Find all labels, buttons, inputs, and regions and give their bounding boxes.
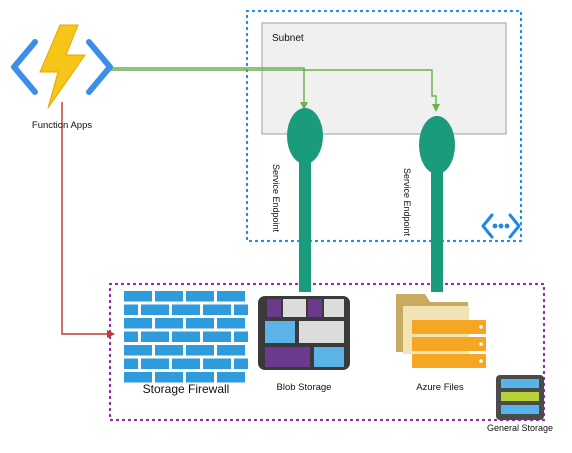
firewall-brick	[141, 358, 169, 369]
function-apps-label: Function Apps	[32, 120, 92, 131]
firewall-brick	[217, 318, 245, 329]
firewall-brick	[217, 345, 245, 356]
firewall-brick	[124, 304, 138, 315]
firewall-brick	[155, 318, 183, 329]
firewall-brick	[186, 318, 214, 329]
firewall-brick	[124, 358, 138, 369]
azure-files-icon	[396, 294, 486, 368]
firewall-brick	[234, 358, 248, 369]
firewall-brick	[217, 291, 245, 302]
firewall-brick	[124, 345, 152, 356]
firewall-brick	[124, 372, 152, 383]
firewall-brick	[124, 331, 138, 342]
firewall-brick	[155, 372, 183, 383]
general-storage-icon	[496, 375, 544, 420]
firewall-brick	[186, 291, 214, 302]
subnet-label: Subnet	[272, 33, 304, 44]
firewall-brick	[124, 318, 152, 329]
firewall-brick	[186, 345, 214, 356]
firewall-brick	[172, 304, 200, 315]
storage-account-boundary	[108, 282, 546, 422]
blob-storage-label: Blob Storage	[277, 382, 332, 393]
storage-firewall-label: Storage Firewall	[143, 382, 230, 396]
connection-line-to-endpoint-2	[110, 68, 436, 108]
firewall-brick	[234, 331, 248, 342]
service-endpoint-2-label: Service Endpoint	[402, 168, 412, 237]
general-storage-label: General Storage	[487, 423, 553, 433]
vnet-boundary	[245, 9, 523, 243]
firewall-brick	[203, 331, 231, 342]
firewall-icon	[124, 291, 248, 383]
connection-line-to-firewall	[61, 102, 115, 338]
firewall-brick	[155, 345, 183, 356]
firewall-brick	[172, 331, 200, 342]
firewall-brick	[203, 358, 231, 369]
firewall-brick	[172, 358, 200, 369]
firewall-brick	[217, 372, 245, 383]
firewall-brick	[234, 304, 248, 315]
azure-files-label: Azure Files	[416, 382, 464, 393]
service-endpoint-1	[287, 108, 323, 292]
firewall-brick	[186, 372, 214, 383]
vnet-icon	[481, 213, 521, 239]
firewall-brick	[124, 291, 152, 302]
firewall-brick	[141, 331, 169, 342]
firewall-brick	[203, 304, 231, 315]
service-endpoint-1-label: Service Endpoint	[271, 164, 281, 233]
function-bolt-icon	[11, 24, 113, 109]
firewall-brick	[141, 304, 169, 315]
firewall-brick	[155, 291, 183, 302]
service-endpoint-2	[419, 116, 455, 292]
blob-storage-icon	[258, 296, 350, 370]
